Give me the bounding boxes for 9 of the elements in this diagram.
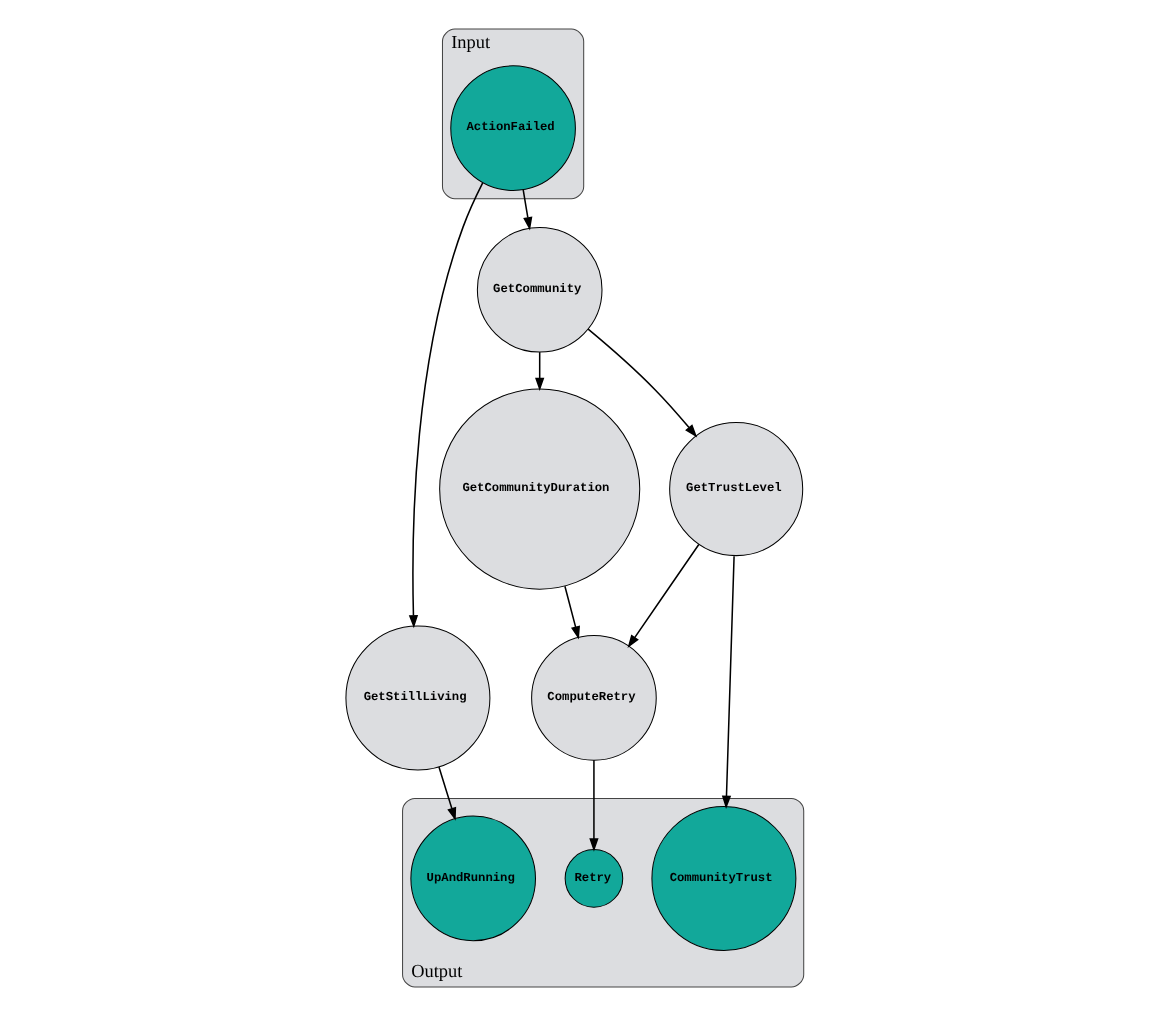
arrow — [534, 351, 544, 392]
arrow — [626, 543, 699, 649]
arrow — [720, 555, 734, 809]
arrow — [521, 189, 532, 231]
arrow — [407, 182, 483, 629]
arrow — [586, 328, 697, 438]
arrow — [563, 585, 579, 640]
arrow — [588, 759, 598, 852]
arrow — [437, 766, 456, 821]
